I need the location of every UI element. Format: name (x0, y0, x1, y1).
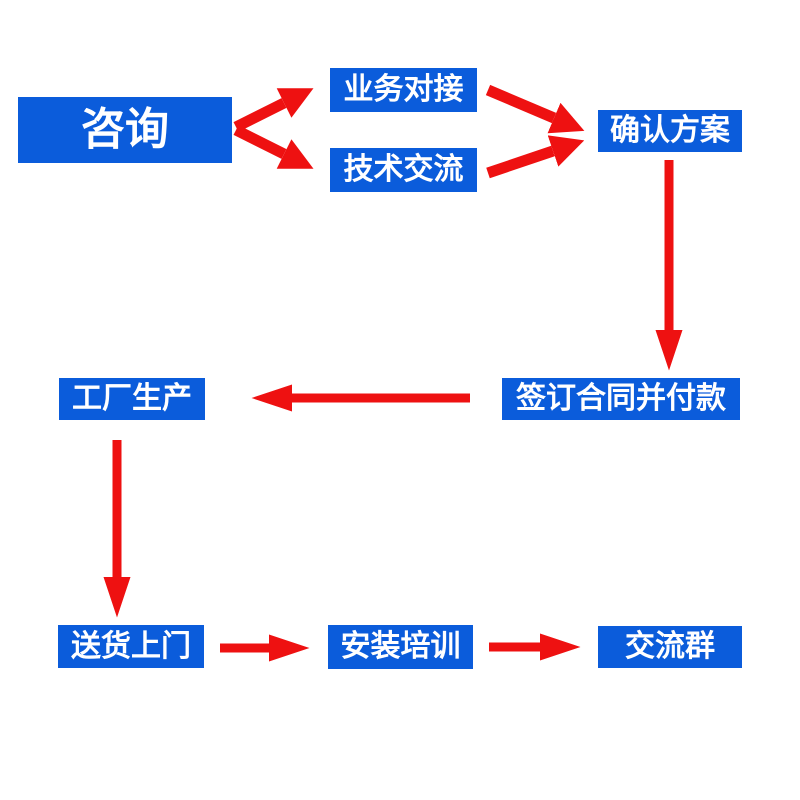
node-sign-contract-pay: 签订合同并付款 (502, 378, 740, 420)
node-sign-contract-pay-label: 签订合同并付款 (516, 382, 726, 415)
node-install-training-label: 安装培训 (340, 630, 461, 663)
node-door-delivery: 送货上门 (58, 625, 204, 668)
node-factory-production-label: 工厂生产 (72, 382, 192, 415)
node-technical-exchange-label: 技术交流 (343, 153, 464, 186)
arrow-consult-to-tech (233, 125, 314, 169)
node-exchange-group: 交流群 (598, 626, 742, 668)
node-technical-exchange: 技术交流 (330, 148, 477, 192)
node-business-docking: 业务对接 (330, 68, 477, 112)
node-business-docking-label: 业务对接 (343, 73, 464, 106)
node-consult-label: 咨询 (81, 105, 169, 154)
node-factory-production: 工厂生产 (59, 378, 205, 420)
node-exchange-group-label: 交流群 (625, 630, 715, 663)
node-confirm-plan: 确认方案 (598, 110, 742, 152)
arrow-consult-to-business (233, 88, 314, 132)
arrow-business-to-confirm (485, 84, 585, 134)
node-confirm-plan-label: 确认方案 (610, 114, 730, 147)
node-consult: 咨询 (18, 97, 232, 163)
node-door-delivery-label: 送货上门 (71, 629, 191, 663)
arrow-tech-to-confirm (486, 135, 585, 179)
node-install-training: 安装培训 (328, 625, 473, 669)
